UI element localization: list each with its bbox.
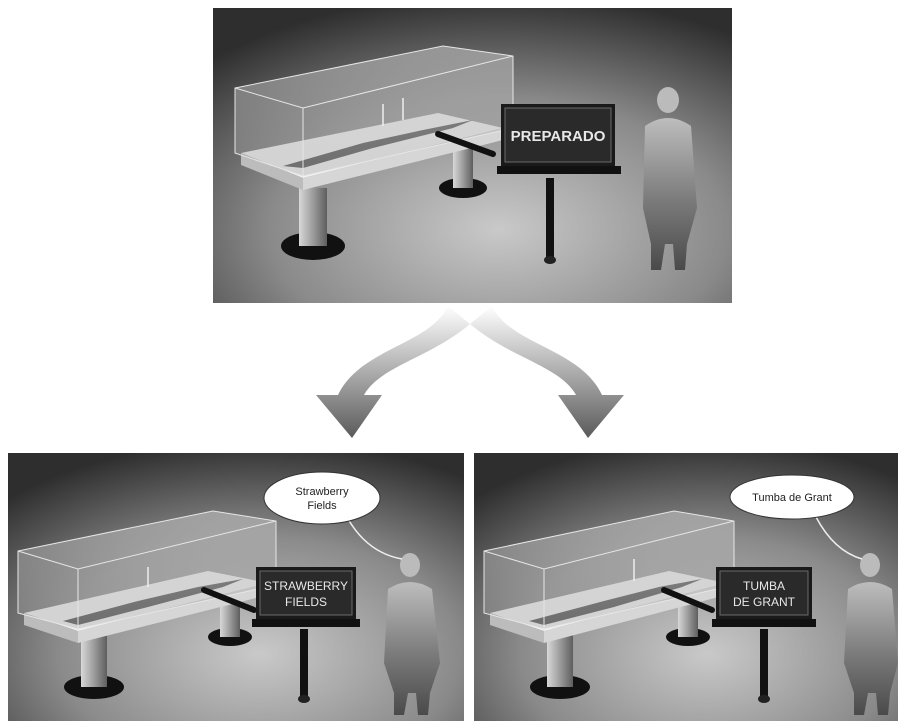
screen-label-line2: FIELDS xyxy=(285,595,327,609)
scene-panel-strawberry-fields: STRAWBERRY FIELDS Strawberry Fields xyxy=(8,453,464,721)
screen-label-line1: STRAWBERRY xyxy=(264,579,348,593)
screen-label-line2: DE GRANT xyxy=(733,595,796,609)
split-arrows xyxy=(280,300,660,450)
left-arrow-icon xyxy=(316,306,470,438)
screen-label-line1: TUMBA xyxy=(743,579,785,593)
bubble-line2: Fields xyxy=(307,500,337,512)
bubble-line1: Strawberry xyxy=(295,486,349,498)
scene-panel-ready: PREPARADO xyxy=(213,8,732,303)
bubble-text: Tumba de Grant xyxy=(752,492,832,504)
screen-label: PREPARADO xyxy=(511,128,606,145)
scene-panel-grants-tomb: TUMBA DE GRANT Tumba de Grant xyxy=(474,453,898,721)
right-arrow-icon xyxy=(470,306,624,438)
